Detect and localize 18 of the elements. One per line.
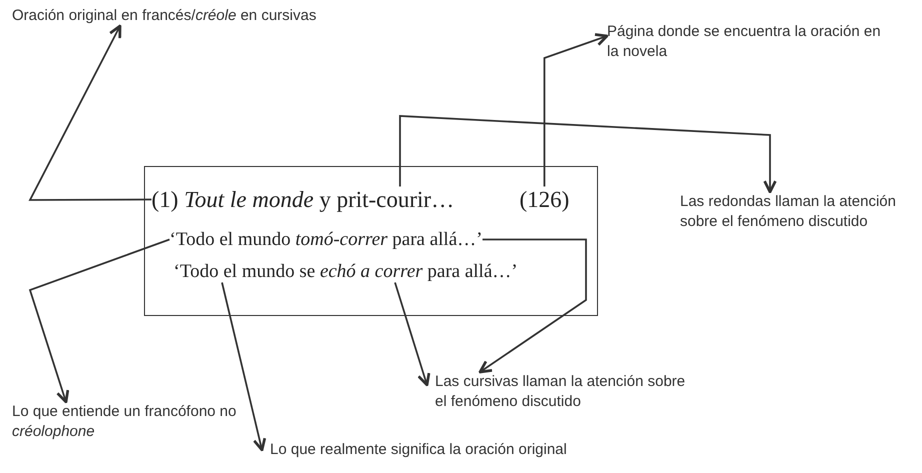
literal-translation: ‘Todo el mundo tomó-correr para allá…’ — [170, 228, 482, 250]
annotation-text: Las cursivas llaman la atención sobre el fenómeno discutido — [427, 372, 695, 412]
leader-arrow — [399, 115, 777, 194]
annotation-text: Las redondas llaman la atención sobre el fenómeno discutido — [680, 192, 920, 232]
actual-translation: ‘Todo el mundo se echó a correr para allá…’ — [174, 260, 518, 282]
example-frame — [144, 166, 598, 316]
annotation-text: Oración original en francés/créole en cursivas — [12, 6, 316, 26]
page-number: (126) — [520, 186, 570, 212]
annotation-text: Página donde se encuentra la oración en la novela — [607, 22, 882, 62]
french-sentence: (1) Tout le monde y prit-courir… — [152, 186, 454, 212]
leader-arrow — [221, 282, 266, 452]
leader-arrow — [28, 24, 152, 201]
leader-arrow — [394, 282, 430, 386]
leader-arrow — [478, 238, 587, 374]
annotation-text: Lo que entiende un francófono no créolophone — [12, 402, 242, 442]
annotation-text: Lo que realmente significa la oración original — [262, 440, 567, 460]
leader-arrow — [28, 238, 170, 404]
leader-arrow — [544, 33, 608, 186]
